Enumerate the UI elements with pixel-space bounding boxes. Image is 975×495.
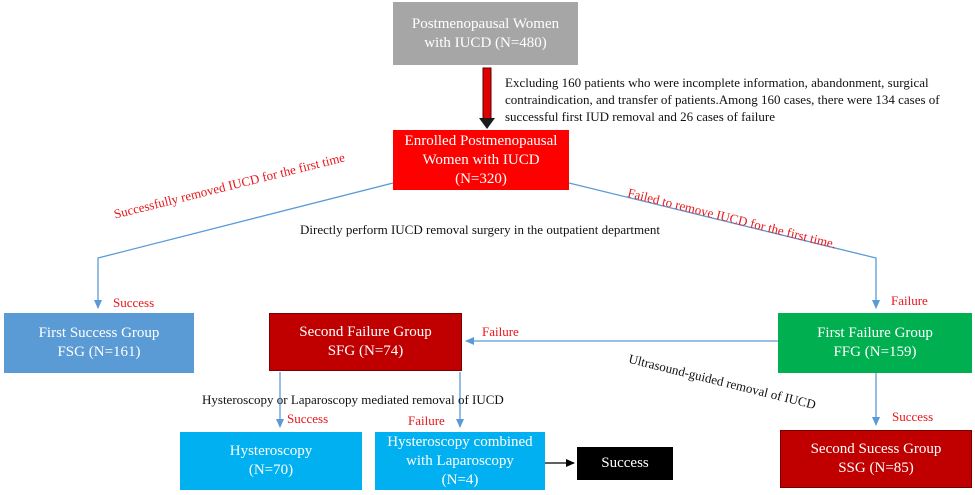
label-success-fsg: Success	[113, 295, 155, 310]
ssg-line2: SSG (N=85)	[838, 460, 914, 476]
top-box-line1: Postmenopausal Women	[411, 15, 560, 32]
hyst-line2: (N=70)	[248, 462, 294, 478]
fsg-line2: FSG (N=161)	[57, 344, 141, 360]
first-success-group-box: First Success Group FSG (N=161)	[4, 313, 194, 373]
sfg-line2: SFG (N=74)	[327, 343, 404, 359]
hysteroscopy-box: Hysteroscopy (N=70)	[180, 432, 362, 490]
hyst-lap-note: Hysteroscopy or Laparoscopy mediated rem…	[202, 392, 504, 407]
second-success-group-box: Second Sucess Group SSG (N=85)	[780, 430, 972, 488]
hystlap-line3: (N=4)	[441, 471, 479, 488]
outpatient-note: Directly perform IUCD removal surgery in…	[300, 222, 661, 237]
exclusion-note: Excluding 160 patients who were incomple…	[505, 74, 940, 125]
exclusion-line1: Excluding 160 patients who were incomple…	[505, 75, 929, 90]
hyst-line1: Hysteroscopy	[229, 443, 313, 459]
exclusion-line2: contraindication, and transfer of patien…	[505, 92, 940, 107]
ssg-line1: Second Sucess Group	[810, 441, 942, 457]
enrolled-line3: (N=320)	[455, 170, 507, 187]
hystlap-line2: with Laparoscopy	[406, 452, 514, 469]
label-success-ssg: Success	[892, 409, 934, 424]
enrolled-box: Enrolled Postmenopausal Women with IUCD …	[393, 130, 569, 190]
first-failure-group-box: First Failure Group FFG (N=159)	[778, 313, 972, 373]
connector-enrolled-ffg	[568, 182, 880, 309]
fsg-line1: First Success Group	[38, 325, 160, 341]
second-failure-group-box: Second Failure Group SFG (N=74)	[269, 313, 462, 371]
enrolled-line1: Enrolled Postmenopausal	[404, 132, 558, 149]
exclusion-line3: successful first IUD removal and 26 case…	[505, 109, 776, 124]
label-failure-hystlap: Failure	[408, 413, 445, 428]
top-population-box: Postmenopausal Women with IUCD (N=480)	[393, 2, 578, 65]
hystlap-line1: Hysteroscopy combined	[387, 433, 533, 450]
label-failure-sfg: Failure	[482, 324, 519, 339]
connector-enrolled-fsg	[94, 182, 394, 309]
enrolled-line2: Women with IUCD	[422, 151, 540, 168]
ffg-line2: FFG (N=159)	[833, 344, 917, 360]
top-box-line2: with IUCD (N=480)	[424, 34, 547, 51]
main-flow-arrow	[479, 67, 495, 129]
label-success-hyst: Success	[287, 411, 329, 426]
hysteroscopy-laparoscopy-box: Hysteroscopy combined with Laparoscopy (…	[375, 432, 545, 490]
sfg-line1: Second Failure Group	[299, 324, 432, 340]
success-box-label: Success	[601, 455, 649, 471]
ffg-line1: First Failure Group	[817, 325, 933, 341]
success-box: Success	[577, 447, 673, 480]
label-failure-ffg: Failure	[891, 293, 928, 308]
